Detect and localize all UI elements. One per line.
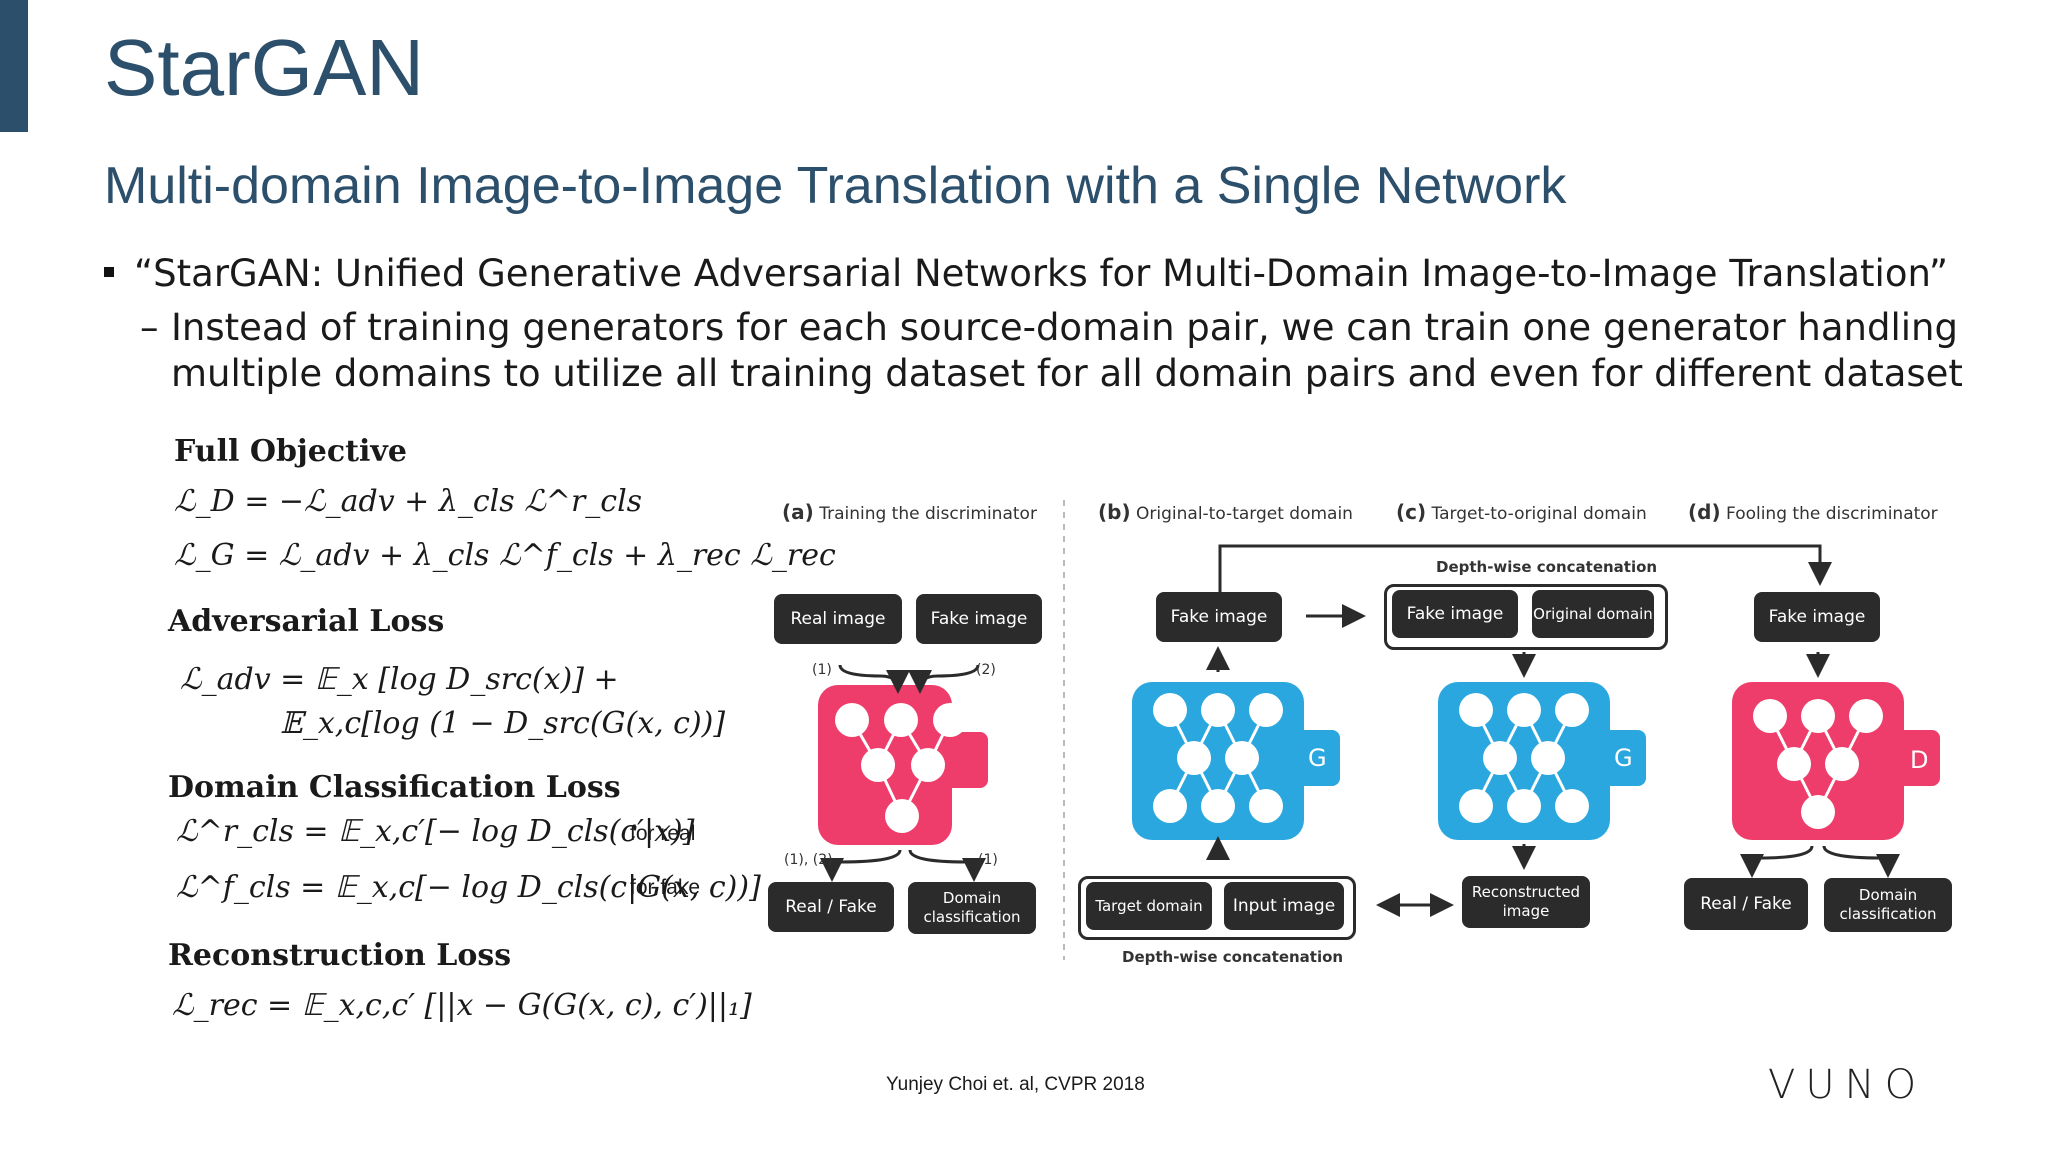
- panel-b-target-domain-box: Target domain: [1086, 882, 1212, 930]
- panel-a-output-2-label: (1): [978, 852, 998, 868]
- panel-d-tag: (d): [1688, 500, 1721, 524]
- panel-a-real-image-box: Real image: [774, 594, 902, 644]
- panel-c-original-domain-box: Original domain: [1532, 590, 1654, 638]
- panel-b-input-image-box: Input image: [1224, 882, 1344, 930]
- sub-bullet-line-2: multiple domains to utilize all training…: [171, 352, 1963, 395]
- for-real-note: for real: [630, 822, 696, 845]
- panel-d-title: Fooling the discriminator: [1726, 504, 1938, 524]
- panel-c-label: (c) Target-to-original domain: [1396, 500, 1647, 524]
- panel-b-title: Original-to-target domain: [1136, 504, 1353, 524]
- stargan-diagram: D G G D (a) Training the discriminator (…: [760, 480, 1960, 980]
- citation: Yunjey Choi et. al, CVPR 2018: [886, 1074, 1145, 1095]
- panel-a-input-1-label: (1): [812, 662, 832, 678]
- domain-classification-heading: Domain Classification Loss: [168, 770, 621, 805]
- panel-a-input-2-label: (2): [976, 662, 996, 678]
- panel-a-output-1-label: (1), (2): [784, 852, 833, 868]
- panel-a-title: Training the discriminator: [819, 504, 1037, 524]
- title-accent-bar: [0, 0, 28, 132]
- slide-title: StarGAN: [104, 23, 425, 112]
- panel-d-domain-classification-box: Domain classification: [1824, 878, 1952, 932]
- panel-a-tag: (a): [782, 500, 814, 524]
- bullet-square-icon: [104, 266, 114, 277]
- panel-d-net-letter: D: [1910, 746, 1929, 774]
- panel-b-tag: (b): [1098, 500, 1131, 524]
- bullet-item: “StarGAN: Unified Generative Adversarial…: [104, 252, 1948, 295]
- panel-c-generator-block: [1438, 682, 1646, 840]
- panel-d-label: (d) Fooling the discriminator: [1688, 500, 1938, 524]
- panel-a-discriminator-block: [818, 685, 988, 845]
- slide-subtitle: Multi-domain Image-to-Image Translation …: [104, 157, 1567, 215]
- panel-d-real-fake-box: Real / Fake: [1684, 878, 1808, 930]
- bullet-text: “StarGAN: Unified Generative Adversarial…: [134, 252, 1949, 295]
- panel-a-domain-classification-box: Domain classification: [908, 882, 1036, 934]
- equation-ladv-line-2: 𝔼_x,c[log (1 − D_src(G(x, c))]: [280, 706, 726, 741]
- equation-lcls-real: ℒ^r_cls = 𝔼_x,c′[− log D_cls(c′|x)]: [176, 814, 695, 849]
- for-fake-note: for fake: [630, 876, 701, 899]
- panel-b-net-letter: G: [1308, 744, 1327, 772]
- panel-b-fake-image-box: Fake image: [1156, 592, 1282, 642]
- panel-d-discriminator-block: [1732, 682, 1940, 840]
- reconstruction-loss-heading: Reconstruction Loss: [168, 938, 512, 973]
- sub-bullet-line-1: Instead of training generators for each …: [171, 306, 1958, 349]
- depthwise-concat-label-top: Depth-wise concatenation: [1436, 558, 1658, 576]
- panel-b-concat-outline: [1078, 876, 1356, 940]
- diagram-graphics: [818, 500, 1940, 960]
- panel-c-net-letter: G: [1614, 744, 1633, 772]
- adversarial-loss-heading: Adversarial Loss: [168, 604, 445, 639]
- panel-c-concat-outline: [1384, 584, 1668, 650]
- equation-lg: ℒ_G = ℒ_adv + λ_cls ℒ^f_cls + λ_rec ℒ_re…: [174, 538, 836, 573]
- panel-a-fake-image-box: Fake image: [916, 594, 1042, 644]
- panel-d-fake-image-box: Fake image: [1754, 592, 1880, 642]
- panel-c-fake-image-box: Fake image: [1392, 590, 1518, 638]
- panel-a-net-letter: D: [996, 748, 1015, 776]
- panel-a-real-fake-box: Real / Fake: [768, 882, 894, 932]
- depthwise-concat-label-bottom: Depth-wise concatenation: [1122, 948, 1344, 966]
- panel-b-label: (b) Original-to-target domain: [1098, 500, 1353, 524]
- equation-ladv-line-1: ℒ_adv = 𝔼_x [log D_src(x)] +: [180, 662, 619, 697]
- vuno-logo: VUNO: [1768, 1062, 1927, 1108]
- panel-a-label: (a) Training the discriminator: [782, 500, 1037, 524]
- panel-b-generator-block: [1132, 682, 1340, 840]
- sub-bullet-dash: –: [140, 306, 159, 349]
- full-objective-heading: Full Objective: [174, 434, 407, 469]
- panel-c-title: Target-to-original domain: [1431, 504, 1647, 524]
- equation-ld: ℒ_D = −ℒ_adv + λ_cls ℒ^r_cls: [174, 484, 643, 519]
- panel-c-reconstructed-image-box: Reconstructed image: [1462, 876, 1590, 928]
- panel-c-tag: (c): [1396, 500, 1427, 524]
- equation-lrec: ℒ_rec = 𝔼_x,c,c′ [||x − G(G(x, c), c′)||…: [172, 988, 752, 1023]
- equation-lcls-fake: ℒ^f_cls = 𝔼_x,c[− log D_cls(c|G(x, c))]: [176, 870, 761, 905]
